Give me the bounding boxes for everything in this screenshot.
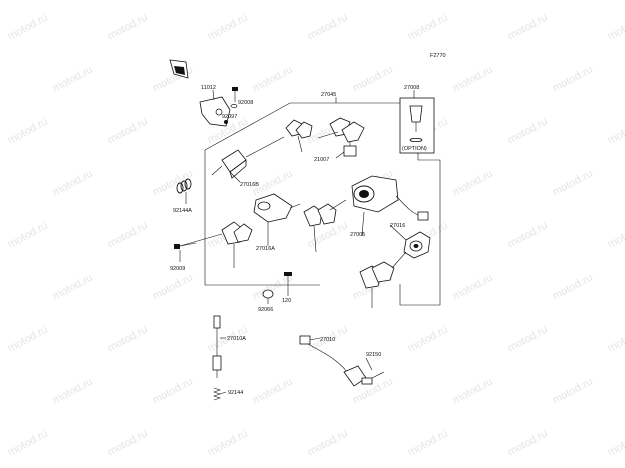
key-set-left xyxy=(179,221,253,268)
watermark-text: motod.ru xyxy=(51,272,95,303)
watermark-text: motod.ru xyxy=(606,428,625,459)
bracket-21007 xyxy=(343,142,357,157)
option-label: (OPTION) xyxy=(402,146,427,152)
watermark-text: motod.ru xyxy=(106,12,150,43)
screw-92009 xyxy=(174,242,197,249)
watermark-text: motod.ru xyxy=(106,324,150,355)
watermark-text: motod.ru xyxy=(551,168,595,199)
harness-27010A xyxy=(212,315,222,378)
watermark-text: motod.ru xyxy=(506,116,550,147)
watermark-text: motod.ru xyxy=(506,12,550,43)
watermark-text: motod.ru xyxy=(351,64,395,95)
watermark-text: motod.ru xyxy=(406,428,450,459)
watermark-text: motod.ru xyxy=(106,220,150,251)
label-92097: 92097 xyxy=(222,114,237,120)
watermark-text: motod.ru xyxy=(551,64,595,95)
label-92009: 92009 xyxy=(170,266,185,272)
label-27005: 27005 xyxy=(350,232,365,238)
watermark-text: motod.ru xyxy=(6,220,50,251)
watermark-text: motod.ru xyxy=(451,272,495,303)
watermark-text: motod.ru xyxy=(151,272,195,303)
watermark-text: motod.ru xyxy=(606,324,625,355)
watermark-text: motod.ru xyxy=(451,376,495,407)
ignition-switch-27005 xyxy=(351,175,429,221)
watermark-text: motod.ru xyxy=(406,12,450,43)
watermark-text: motod.ru xyxy=(6,12,50,43)
watermark-text: motod.ru xyxy=(6,428,50,459)
cap-92066 xyxy=(262,289,274,299)
watermark-text: motod.ru xyxy=(506,220,550,251)
leader-lines xyxy=(179,89,415,395)
label-92066: 92066 xyxy=(258,307,273,313)
watermark-text: motod.ru xyxy=(606,220,625,251)
key-set-bottom xyxy=(359,251,407,308)
watermark-text: motod.ru xyxy=(6,324,50,355)
watermark-text: motod.ru xyxy=(6,116,50,147)
key-set-27045 xyxy=(285,117,365,153)
front-direction-icon xyxy=(169,59,189,79)
watermark-text: motod.ru xyxy=(506,324,550,355)
watermark-text: motod.ru xyxy=(51,64,95,95)
washer-92097 xyxy=(230,104,238,108)
watermark-text: motod.ru xyxy=(206,12,250,43)
watermark-text: motod.ru xyxy=(206,428,250,459)
watermark-text: motod.ru xyxy=(406,324,450,355)
watermark-text: motod.ru xyxy=(451,168,495,199)
watermark-text: motod.ru xyxy=(551,376,595,407)
label-27010: 27010 xyxy=(320,337,335,343)
watermark-text: motod.ru xyxy=(51,168,95,199)
bracket-11012 xyxy=(199,96,231,127)
watermark-text: motod.ru xyxy=(451,64,495,95)
label-92150: 92150 xyxy=(366,352,381,358)
label-27016A: 27016A xyxy=(256,246,275,252)
label-21007: 21007 xyxy=(314,157,329,163)
watermark-text: motod.ru xyxy=(551,272,595,303)
lock-27016 xyxy=(403,231,431,259)
harness-27010 xyxy=(299,335,385,387)
label-27016: 27016 xyxy=(390,223,405,229)
watermark-text: motod.ru xyxy=(306,12,350,43)
watermark-text: motod.ru xyxy=(151,376,195,407)
watermark-text: motod.ru xyxy=(51,376,95,407)
key-set-middle xyxy=(303,199,347,253)
watermark-text: motod.ru xyxy=(106,116,150,147)
watermark-text: motod.ru xyxy=(506,428,550,459)
part-labels: 11012 92008 92097 27045 27008 21007 2701… xyxy=(170,85,419,396)
option-key-27008 xyxy=(399,97,435,154)
label-11012: 11012 xyxy=(201,85,216,91)
watermark-text: motod.ru xyxy=(606,116,625,147)
lock-27016A xyxy=(253,193,301,223)
watermark-text: motod.ru xyxy=(151,168,195,199)
assembly-frame xyxy=(204,102,441,306)
label-27016B: 27016B xyxy=(240,182,259,188)
label-120: 120 xyxy=(282,298,291,304)
watermark-text: motod.ru xyxy=(251,64,295,95)
watermark-text: motod.ru xyxy=(106,428,150,459)
label-92008: 92008 xyxy=(238,100,253,106)
bolt-92008 xyxy=(232,87,238,102)
label-92144: 92144 xyxy=(228,390,243,396)
label-27008: 27008 xyxy=(404,85,419,91)
label-27045: 27045 xyxy=(321,92,336,98)
watermark-text: motod.ru xyxy=(251,376,295,407)
label-92144A: 92144A xyxy=(173,208,192,214)
spring-92144A xyxy=(176,178,192,194)
figure-code: F2770 xyxy=(430,53,446,59)
screw-120 xyxy=(284,272,292,290)
spring-92144 xyxy=(213,387,221,401)
lock-27016B xyxy=(211,136,285,179)
label-27010A: 27010A xyxy=(227,336,246,342)
watermark-text: motod.ru xyxy=(306,428,350,459)
watermark-text: motod.ru xyxy=(606,12,625,43)
